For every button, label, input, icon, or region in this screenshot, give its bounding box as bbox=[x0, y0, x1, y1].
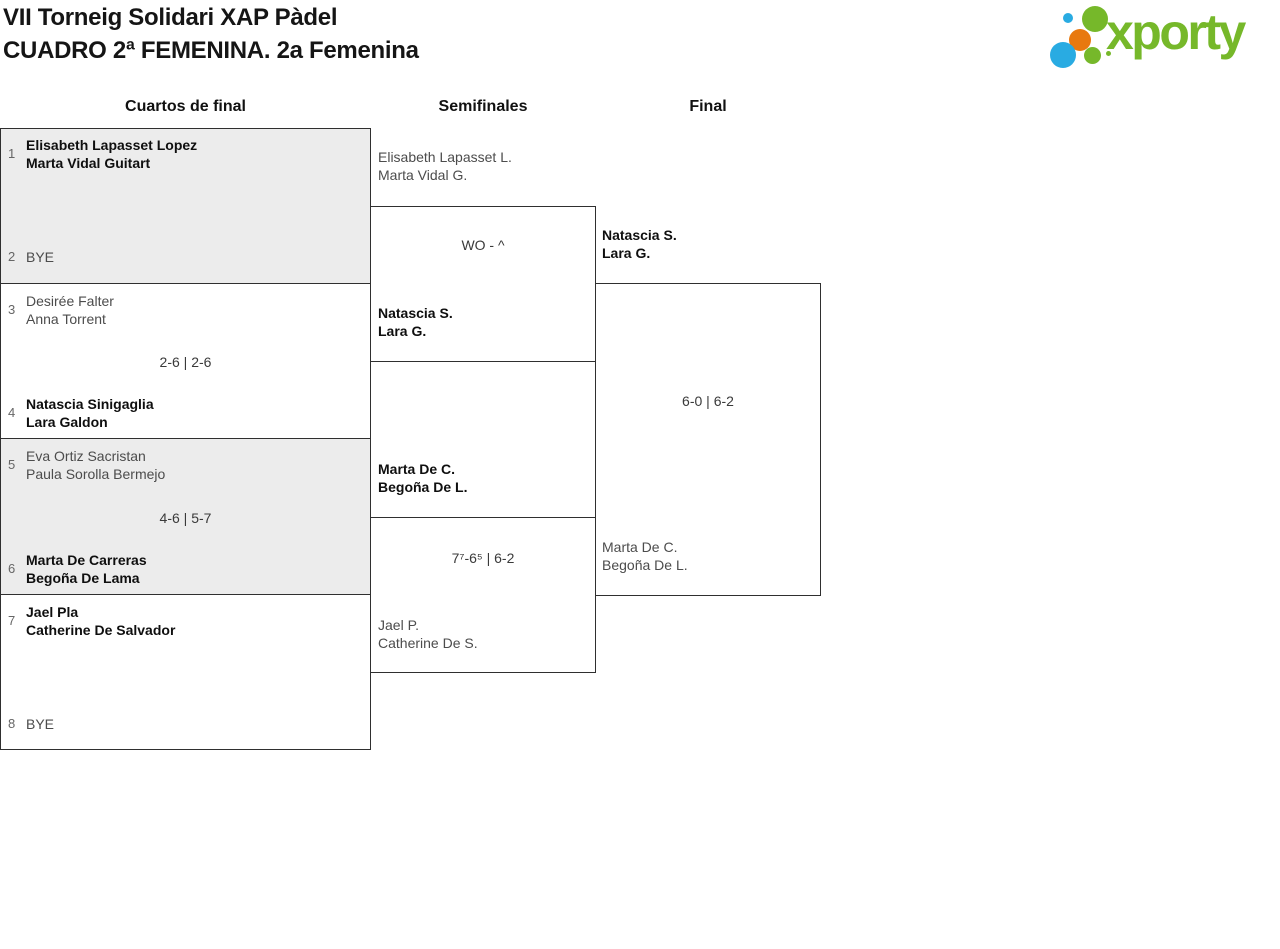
seed-number: 8 bbox=[8, 716, 16, 731]
team-name-line: Marta De C. bbox=[602, 539, 678, 555]
logo-dot-orange bbox=[1069, 29, 1091, 51]
team-entry-sf1-top: Elisabeth Lapasset L. Marta Vidal G. bbox=[378, 148, 588, 184]
match-box-qf-3 bbox=[0, 438, 371, 595]
team-name-line: Natascia S. bbox=[602, 227, 677, 243]
team-name-line: Desirée Falter bbox=[26, 293, 114, 309]
logo-dot-green-small bbox=[1084, 47, 1101, 64]
team-entry-final-bottom: Marta De C. Begoña De L. bbox=[602, 538, 812, 574]
team-name-line: Natascia S. bbox=[378, 305, 453, 321]
team-entry-seed-1: 1 Elisabeth Lapasset Lopez Marta Vidal G… bbox=[8, 136, 363, 172]
team-name-line: Marta Vidal Guitart bbox=[26, 155, 151, 171]
match-score-sf-1: WO - ^ bbox=[461, 237, 505, 253]
team-name-line: Marta Vidal G. bbox=[378, 167, 468, 183]
seed-number: 2 bbox=[8, 249, 16, 264]
logo-dot-green-large bbox=[1082, 6, 1108, 32]
logo-dot-blue-large bbox=[1050, 42, 1076, 68]
team-name-line: Lara G. bbox=[378, 323, 427, 339]
team-name-line: Lara Galdon bbox=[26, 414, 108, 430]
team-name-line: Catherine De S. bbox=[378, 635, 478, 651]
team-name-line: Elisabeth Lapasset Lopez bbox=[26, 137, 198, 153]
team-entry-seed-7: 7 Jael Pla Catherine De Salvador bbox=[8, 603, 363, 639]
seed-number: 1 bbox=[8, 146, 16, 161]
xporty-logo[interactable]: xporty bbox=[1046, 2, 1274, 74]
team-name-line: BYE bbox=[26, 716, 55, 732]
team-name-line: Elisabeth Lapasset L. bbox=[378, 149, 512, 165]
team-name-line: Begoña De L. bbox=[602, 557, 688, 573]
match-score-qf-3: 4-6 | 5-7 bbox=[159, 510, 212, 526]
team-name-line: Anna Torrent bbox=[26, 311, 106, 327]
team-name-line: Jael P. bbox=[378, 617, 419, 633]
seed-number: 7 bbox=[8, 613, 16, 628]
team-name-line: Paula Sorolla Bermejo bbox=[26, 466, 166, 482]
seed-number: 3 bbox=[8, 302, 16, 317]
logo-dot-blue-small bbox=[1063, 13, 1073, 23]
team-entry-sf2-bottom: Jael P. Catherine De S. bbox=[378, 616, 588, 652]
seed-number: 5 bbox=[8, 457, 16, 472]
page-subtitle: CUADRO 2ª FEMENINA. 2a Femenina bbox=[3, 37, 419, 64]
team-name-line: Natascia Sinigaglia bbox=[26, 396, 154, 412]
seed-number: 6 bbox=[8, 561, 16, 576]
team-entry-seed-2: 2 BYE bbox=[8, 248, 363, 266]
team-name-line: Marta De C. bbox=[378, 461, 456, 477]
seed-number: 4 bbox=[8, 405, 16, 420]
team-name-line: Jael Pla bbox=[26, 604, 79, 620]
team-entry-seed-5: 5 Eva Ortiz Sacristan Paula Sorolla Berm… bbox=[8, 447, 363, 483]
team-entry-final-top: Natascia S. Lara G. bbox=[602, 226, 812, 262]
team-name-line: Eva Ortiz Sacristan bbox=[26, 448, 146, 464]
team-name-line: Begoña De L. bbox=[378, 479, 468, 495]
team-entry-seed-6: 6 Marta De Carreras Begoña De Lama bbox=[8, 551, 363, 587]
team-entry-seed-8: 8 BYE bbox=[8, 715, 363, 733]
team-name-line: Marta De Carreras bbox=[26, 552, 147, 568]
round-header-final: Final bbox=[689, 98, 727, 115]
match-box-final bbox=[595, 283, 821, 596]
page-title: VII Torneig Solidari XAP Pàdel bbox=[3, 4, 338, 31]
team-name-line: Catherine De Salvador bbox=[26, 622, 176, 638]
team-entry-seed-4: 4 Natascia Sinigaglia Lara Galdon bbox=[8, 395, 363, 431]
team-name-line: Begoña De Lama bbox=[26, 570, 140, 586]
logo-dot-green-tiny bbox=[1106, 51, 1111, 56]
team-entry-sf1-bottom: Natascia S. Lara G. bbox=[378, 304, 588, 340]
match-score-final: 6-0 | 6-2 bbox=[682, 393, 734, 409]
round-header-semifinals: Semifinales bbox=[438, 98, 528, 115]
team-entry-seed-3: 3 Desirée Falter Anna Torrent bbox=[8, 292, 363, 328]
team-name-line: Lara G. bbox=[602, 245, 651, 261]
logo-wordmark: xporty bbox=[1106, 4, 1246, 60]
round-header-quarterfinals: Cuartos de final bbox=[125, 98, 246, 115]
team-name-line: BYE bbox=[26, 249, 55, 265]
match-box-qf-1 bbox=[0, 128, 371, 284]
match-score-qf-2: 2-6 | 2-6 bbox=[159, 354, 212, 370]
match-score-sf-2: 7⁷-6⁵ | 6-2 bbox=[451, 550, 515, 566]
team-entry-sf2-top: Marta De C. Begoña De L. bbox=[378, 460, 588, 496]
